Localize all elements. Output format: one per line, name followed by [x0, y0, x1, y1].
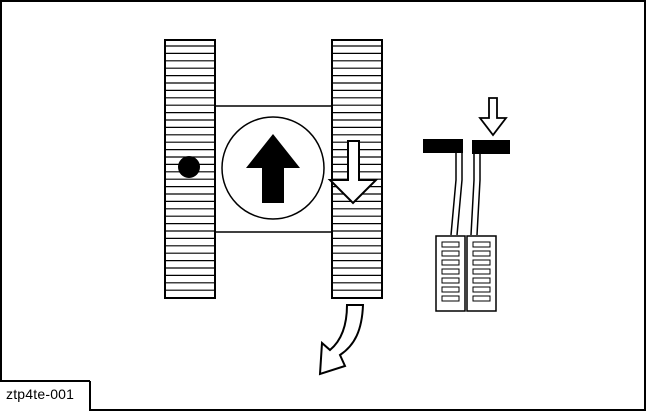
- left-pedal-rod: [450, 153, 457, 236]
- curved-arrow-icon: [318, 304, 365, 376]
- pedal-rib: [472, 286, 491, 293]
- right-pedal-bar: [472, 140, 510, 154]
- pedal-rib: [441, 268, 460, 275]
- pedal-rib: [472, 259, 491, 266]
- dot-icon: [178, 156, 200, 178]
- press-arrow-icon: [478, 97, 508, 137]
- up-arrow-icon: [246, 134, 300, 203]
- pedal-rib: [441, 286, 460, 293]
- pedal-rib: [441, 277, 460, 284]
- pedal-rib: [472, 241, 491, 248]
- right-pedal-rod: [470, 154, 475, 236]
- pedal-assembly: [423, 97, 510, 312]
- left-pedal-rod-2: [456, 153, 463, 236]
- pedal-rib: [472, 295, 491, 302]
- pedal-rib: [472, 250, 491, 257]
- pedal-rib: [472, 268, 491, 275]
- pedal-rib: [472, 277, 491, 284]
- left-pedal-ribs: [441, 241, 460, 302]
- down-arrow-icon: [327, 140, 379, 205]
- right-pedal-ribs: [472, 241, 491, 302]
- label-cutout: [0, 381, 90, 411]
- right-pedal-rod-2: [476, 154, 481, 236]
- pedal-rib: [441, 250, 460, 257]
- pedal-rib: [441, 295, 460, 302]
- left-pedal-bar: [423, 139, 463, 153]
- pedal-rib: [441, 259, 460, 266]
- figure-id-label: ztp4te-001: [6, 386, 75, 402]
- pedal-rib: [441, 241, 460, 248]
- left-track-treads: [165, 45, 215, 299]
